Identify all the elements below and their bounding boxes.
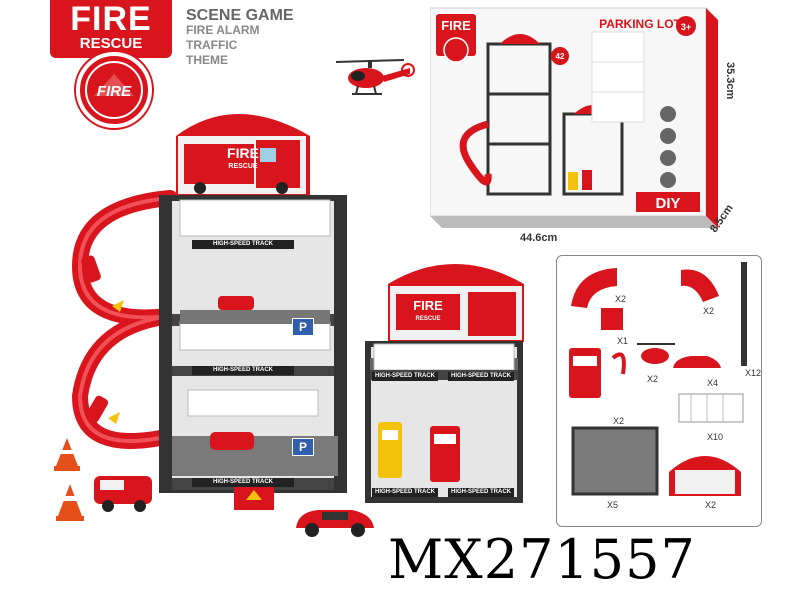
playset-station: FIRE RESCUE [364,258,544,513]
brand-subtitle: RESCUE [79,35,143,52]
box-pcs: 42 [556,52,565,61]
tower-sign-title: FIRE [227,145,259,161]
parking-sign-middle: P [292,318,314,336]
qty-ramp: X2 [703,306,715,316]
track-label-middle: HIGH-SPEED TRACK [192,366,294,375]
station-sign-sub: RESCUE [415,316,440,322]
brand-title: FIRE [70,0,152,38]
playset-tower: FIRE RESCUE [60,96,360,521]
fire-car-image [292,500,378,547]
station-track-label-right: HIGH-SPEED TRACK [448,372,514,381]
box-age: 3+ [681,22,691,32]
qty-sign: X2 [705,500,717,510]
track-label-bottom: HIGH-SPEED TRACK [192,478,294,487]
box-height-label: 35.3cm [724,62,736,100]
qty-pump: X2 [613,416,625,426]
fire-van-image [90,466,160,521]
box-diy: DIY [655,195,680,212]
track-label-top: HIGH-SPEED TRACK [192,240,294,249]
box-width-label: 44.6cm [520,232,558,244]
station-track-label-left: HIGH-SPEED TRACK [372,372,438,381]
station-track-label-bottom-left: HIGH-SPEED TRACK [372,488,438,497]
qty-fence: X10 [707,432,724,442]
parts-panel: X2 X2 X12 X1 X2 X2 X4 X10 X5 X2 [556,255,762,527]
theme-line-3: TRAFFIC [186,38,238,52]
theme-line-4: THEME [186,53,228,67]
badge-text: FIRE [97,83,132,100]
theme-line-1: SCENE GAME [186,7,294,24]
traffic-cone-icon [54,482,86,527]
qty-car: X4 [707,378,719,388]
fire-badge-icon: FIRE [76,52,152,128]
qty-curve: X2 [615,294,627,304]
brand-logo: FIRE RESCUE [50,0,172,58]
product-box: FIRE PARKING LOT 3+ 42 DIY [429,4,718,235]
product-code: MX271557 [388,528,696,591]
theme-line-2: FIRE ALARM [186,23,260,37]
parking-sign-bottom: P [292,438,314,456]
box-brand: FIRE [441,18,471,33]
qty-helicopter: X2 [647,374,659,384]
traffic-cone-icon [52,436,82,477]
qty-floor: X5 [607,500,619,510]
box-title: PARKING LOT [599,17,681,31]
theme-text: SCENE GAME FIRE ALARM TRAFFIC THEME [186,8,294,68]
qty-tile: X1 [617,336,629,346]
station-track-label-bottom-right: HIGH-SPEED TRACK [448,488,514,497]
helicopter-image [334,56,416,109]
tower-sign-sub: RESCUE [228,163,258,170]
qty-pole: X12 [745,368,762,378]
station-sign-title: FIRE [413,298,443,313]
